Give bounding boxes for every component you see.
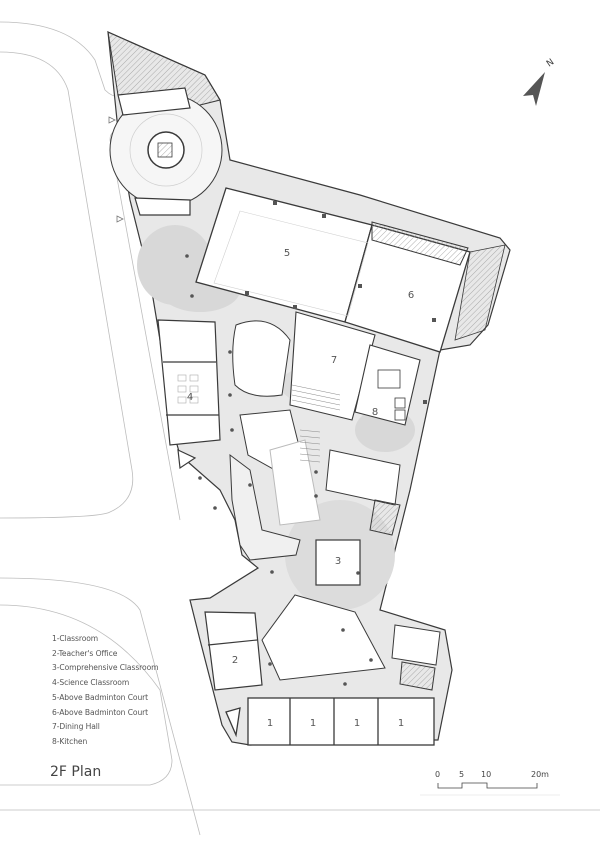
room-tag-7: 7 (331, 355, 337, 366)
teachers-office-block (204, 611, 263, 691)
room-legend: 1-Classroom 2-Teacher's Office 3-Compreh… (52, 632, 159, 750)
comprehensive-classroom-block (315, 539, 361, 586)
legend-item: 8-Kitchen (52, 736, 88, 746)
north-label: N (545, 57, 556, 69)
room-tags: 5 6 7 8 4 3 2 1 1 1 1 (187, 248, 414, 729)
legend-item: 7-Dining Hall (52, 722, 100, 732)
dining-kitchen-block (289, 311, 421, 426)
legend-item: 4-Science Classroom (52, 678, 130, 688)
drawing-title: 2F Plan (50, 764, 102, 780)
room-tag-4: 4 (187, 392, 193, 403)
service-cores (325, 449, 441, 691)
legend-item: 1-Classroom (52, 634, 99, 643)
courtyard-void (261, 594, 386, 681)
room-tag-1a: 1 (267, 718, 273, 729)
legend-item: 5-Above Badminton Court (52, 692, 149, 702)
room-tag-1b: 1 (310, 718, 316, 729)
legend-item: 3-Comprehensive Classroom (52, 663, 159, 673)
legend-item: 2-Teacher's Office (52, 648, 118, 658)
science-classroom-block (157, 319, 221, 470)
north-arrow-icon: N (523, 57, 556, 106)
rotunda (109, 87, 223, 216)
scale-bar (437, 782, 538, 789)
structural-columns (185, 201, 436, 686)
room-tag-1d: 1 (398, 718, 404, 729)
room-tag-8: 8 (372, 407, 378, 418)
room-tag-6: 6 (408, 290, 414, 301)
atrium-voids (229, 320, 341, 561)
scale-tick-20m: 20m (531, 770, 549, 779)
room-tag-2: 2 (232, 655, 238, 666)
classroom-row (225, 697, 435, 746)
entrance-markers (108, 116, 124, 223)
room-tag-5: 5 (284, 248, 290, 259)
scale-tick-5: 5 (459, 770, 465, 779)
legend-item: 6-Above Badminton Court (52, 707, 149, 717)
room-tag-3: 3 (335, 556, 341, 567)
room-tag-1c: 1 (354, 718, 360, 729)
scale-tick-0: 0 (435, 770, 441, 779)
badminton-court-block (195, 187, 506, 353)
scale-tick-10: 10 (481, 770, 492, 779)
